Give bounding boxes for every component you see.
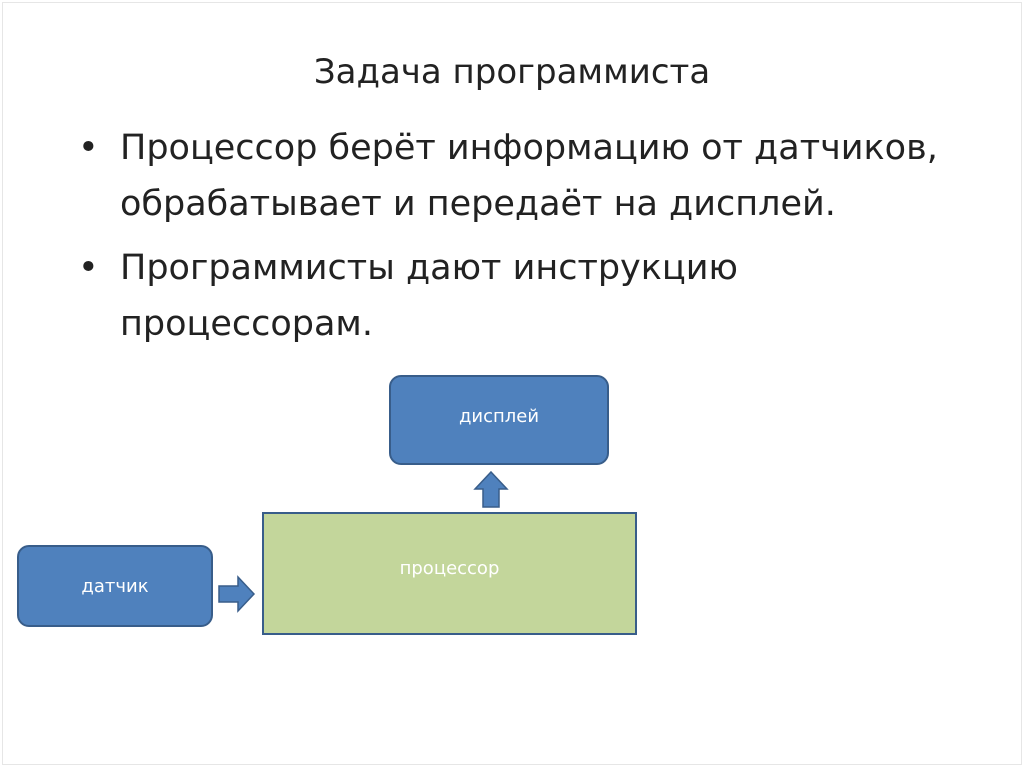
bullet-item: • Процессор берёт информацию от датчиков… (78, 120, 978, 232)
bullet-list: • Процессор берёт информацию от датчиков… (78, 120, 978, 360)
processor-box: процессор (262, 512, 637, 635)
processor-label: процессор (399, 558, 500, 579)
bullet-dot: • (78, 128, 99, 168)
bullet-line: Программисты дают инструкцию (120, 248, 738, 288)
arrow-right-icon (218, 575, 256, 613)
bullet-line: обрабатывает и передаёт на дисплей. (120, 184, 836, 224)
sensor-label: датчик (81, 575, 149, 597)
display-box: дисплей (389, 375, 609, 465)
slide-title: Задача программиста (313, 52, 711, 92)
display-label: дисплей (458, 405, 540, 427)
bullet-line: процессорам. (120, 304, 373, 344)
arrow-up-icon (473, 470, 509, 508)
bullet-dot: • (78, 248, 99, 288)
sensor-box: датчик (17, 545, 213, 627)
bullet-item: • Программисты дают инструкцию процессор… (78, 240, 978, 352)
bullet-line: Процессор берёт информацию от датчиков, (120, 128, 938, 168)
